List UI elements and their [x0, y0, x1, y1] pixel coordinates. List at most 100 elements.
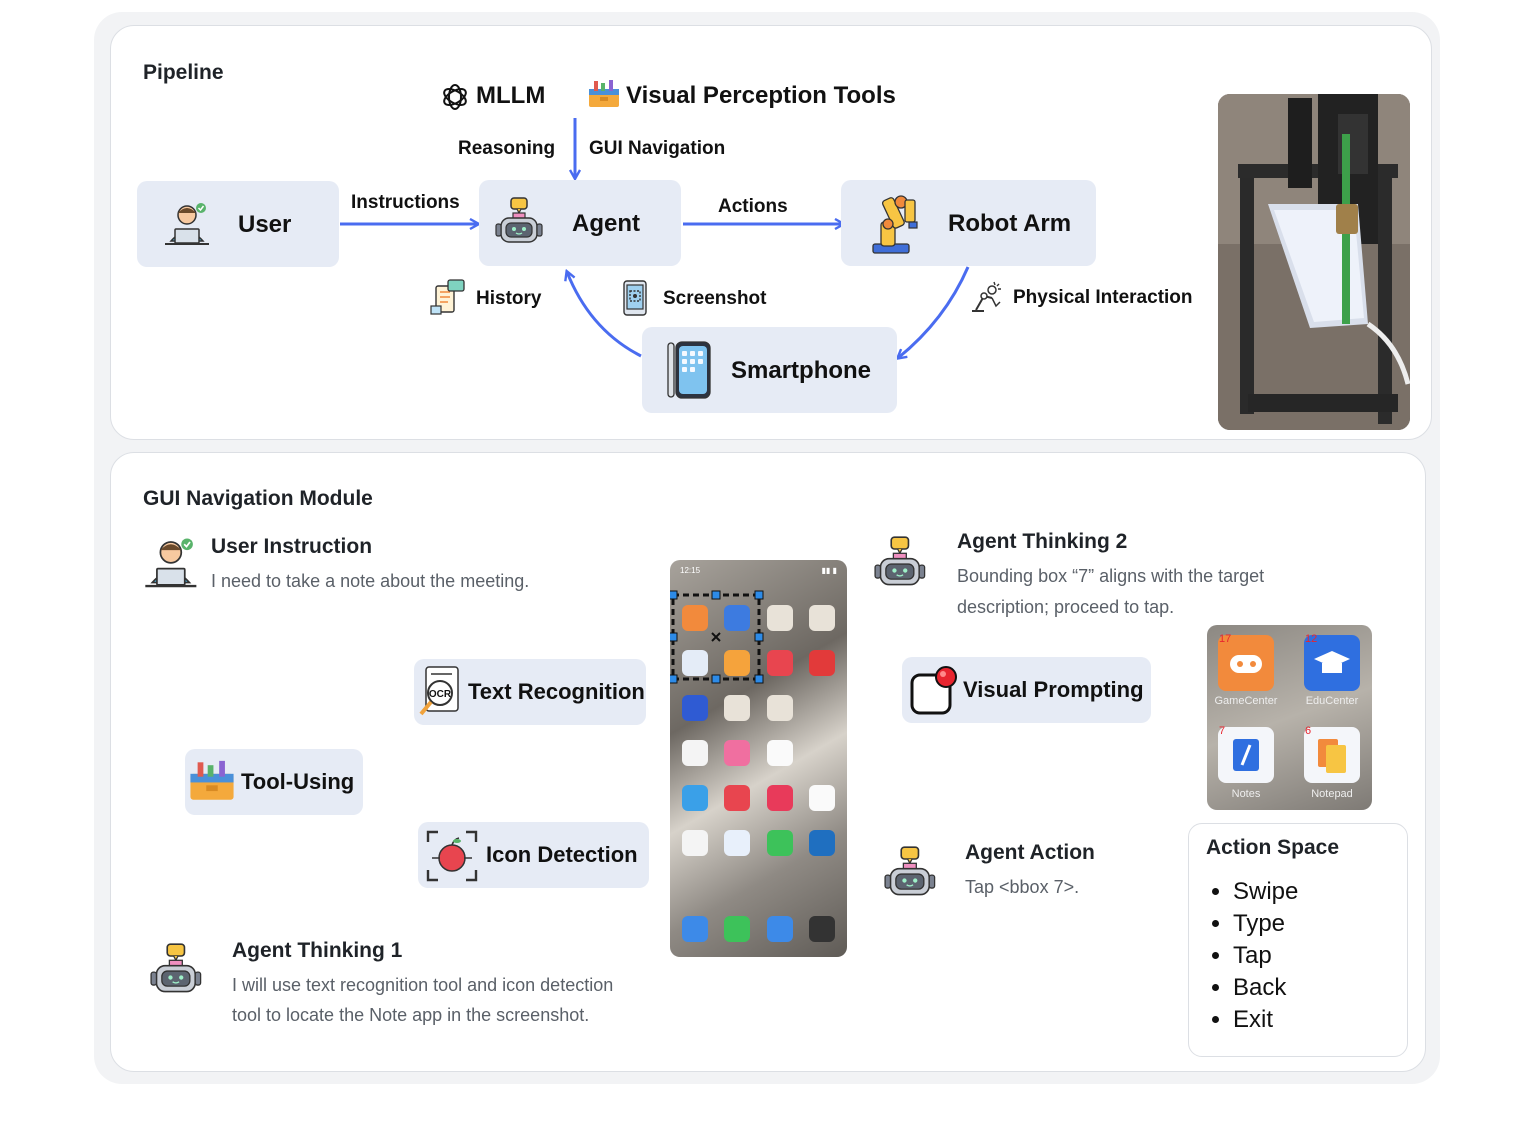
zoomed-app-crop: 17 12 GameCenter EduCenter 7 6 Notes Not… — [1207, 625, 1372, 810]
app-icon — [767, 650, 793, 676]
notes-label: Notes — [1231, 788, 1261, 800]
robot-arm-icon — [865, 192, 925, 261]
app-icon — [724, 650, 750, 676]
zoom-number-12: 12 — [1305, 633, 1318, 645]
toolbox-icon — [189, 759, 235, 808]
tool-using-node: Tool-Using — [185, 749, 363, 815]
app-icon — [682, 650, 708, 676]
agent-thinking-1-line1: I will use text recognition tool and ico… — [232, 975, 614, 995]
robot-agent-icon — [495, 196, 547, 253]
visual-prompting-node: Visual Prompting — [902, 657, 1151, 723]
app-icon — [682, 740, 708, 766]
icon-detection-label: Icon Detection — [486, 842, 638, 867]
tool-using-label: Tool-Using — [241, 769, 355, 794]
selection-bbox — [670, 590, 764, 684]
app-icon — [767, 830, 793, 856]
ocr-icon: OCR — [418, 665, 462, 724]
action-item-tap: Tap — [1233, 940, 1298, 972]
app-icon — [809, 785, 835, 811]
app-icon — [767, 740, 793, 766]
gui-module-title: GUI Navigation Module — [143, 487, 373, 510]
action-item-exit: Exit — [1233, 1004, 1298, 1036]
zoom-number-6: 6 — [1305, 725, 1312, 737]
screenshot-icon — [621, 280, 649, 321]
notepad-app-icon — [1304, 727, 1360, 783]
physical-interaction-icon — [970, 280, 1004, 319]
gui-navigation-label: GUI Navigation — [589, 138, 726, 159]
app-icon — [724, 830, 750, 856]
action-item-swipe: Swipe — [1233, 876, 1298, 908]
agent-label: Agent — [572, 210, 640, 237]
app-icon — [724, 916, 750, 942]
visual-tools-label: Visual Perception Tools — [626, 82, 896, 109]
app-icon — [809, 605, 835, 631]
gamecenter-label: GameCenter — [1214, 695, 1278, 707]
agent-thinking-2-line1: Bounding box “7” aligns with the target — [957, 566, 1265, 586]
user-laptop-icon — [163, 201, 213, 254]
text-recognition-node: OCR Text Recognition — [414, 659, 646, 725]
phone-status-time: 12:15 — [680, 566, 701, 575]
app-icon — [767, 605, 793, 631]
smartphone-label: Smartphone — [731, 357, 872, 384]
screenshot-label: Screenshot — [663, 288, 767, 309]
app-icon — [809, 830, 835, 856]
notes-app-icon — [1218, 727, 1274, 783]
notepad-label: Notepad — [1311, 788, 1353, 800]
text-recognition-label: Text Recognition — [468, 679, 645, 704]
agent-action-text: Tap <bbox 7>. — [965, 877, 1080, 897]
agent-thinking-1-heading: Agent Thinking 1 — [232, 939, 403, 962]
user-instruction-heading: User Instruction — [211, 535, 373, 558]
agent-thinking-1-line2: tool to locate the Note app in the scree… — [232, 1005, 590, 1025]
app-icon — [724, 785, 750, 811]
smartphone-node: Smartphone — [642, 327, 897, 413]
mllm-label: MLLM — [476, 82, 546, 109]
app-icon — [767, 916, 793, 942]
arrow-feedback-to-agent — [567, 272, 642, 358]
app-icon — [682, 605, 708, 631]
openai-icon — [440, 82, 470, 117]
icon-detection-node: Icon Detection — [418, 822, 649, 888]
phone-screenshot: 12:15 ▮▮ ▮ — [670, 560, 847, 957]
history-icon — [430, 279, 466, 321]
app-icon — [724, 740, 750, 766]
visual-prompting-label: Visual Prompting — [963, 677, 1144, 702]
action-space-box: Action Space Swipe Type Tap Back Exit — [1188, 823, 1408, 1057]
toolbox-icon — [588, 79, 620, 114]
physical-interaction-label: Physical Interaction — [1013, 287, 1193, 308]
visual-prompting-icon — [910, 665, 960, 720]
arrow-physical-interaction — [898, 266, 970, 358]
reasoning-label: Reasoning — [458, 138, 556, 159]
action-space-list: Swipe Type Tap Back Exit — [1189, 876, 1298, 1036]
robot-arm-photo — [1218, 94, 1410, 430]
robot-agent-icon — [884, 845, 940, 906]
robot-agent-icon — [874, 535, 930, 596]
action-item-back: Back — [1233, 972, 1298, 1004]
robot-arm-label: Robot Arm — [948, 210, 1072, 237]
app-icon — [767, 785, 793, 811]
agent-thinking-2-line2: description; proceed to tap. — [957, 597, 1175, 617]
phone-status-icons: ▮▮ ▮ — [821, 566, 837, 575]
pipeline-title: Pipeline — [143, 61, 224, 84]
app-icon — [809, 916, 835, 942]
app-icon — [682, 916, 708, 942]
smartphone-icon — [666, 341, 712, 404]
user-label: User — [238, 211, 292, 238]
action-item-type: Type — [1233, 908, 1298, 940]
agent-action-heading: Agent Action — [965, 841, 1095, 864]
app-icon — [724, 695, 750, 721]
gamecenter-app-icon — [1218, 635, 1274, 691]
history-label: History — [476, 288, 542, 309]
educenter-app-icon — [1304, 635, 1360, 691]
robot-agent-icon — [150, 942, 206, 1003]
icon-detection-icon — [426, 830, 478, 887]
action-space-title: Action Space — [1206, 836, 1340, 859]
app-icon — [682, 830, 708, 856]
instructions-label: Instructions — [351, 192, 460, 213]
app-icon — [682, 785, 708, 811]
robot-arm-node: Robot Arm — [841, 180, 1096, 266]
actions-label: Actions — [718, 196, 788, 217]
user-laptop-icon — [143, 533, 201, 600]
user-node: User — [137, 181, 339, 267]
app-icon — [682, 695, 708, 721]
user-instruction-text: I need to take a note about the meeting. — [211, 571, 530, 591]
